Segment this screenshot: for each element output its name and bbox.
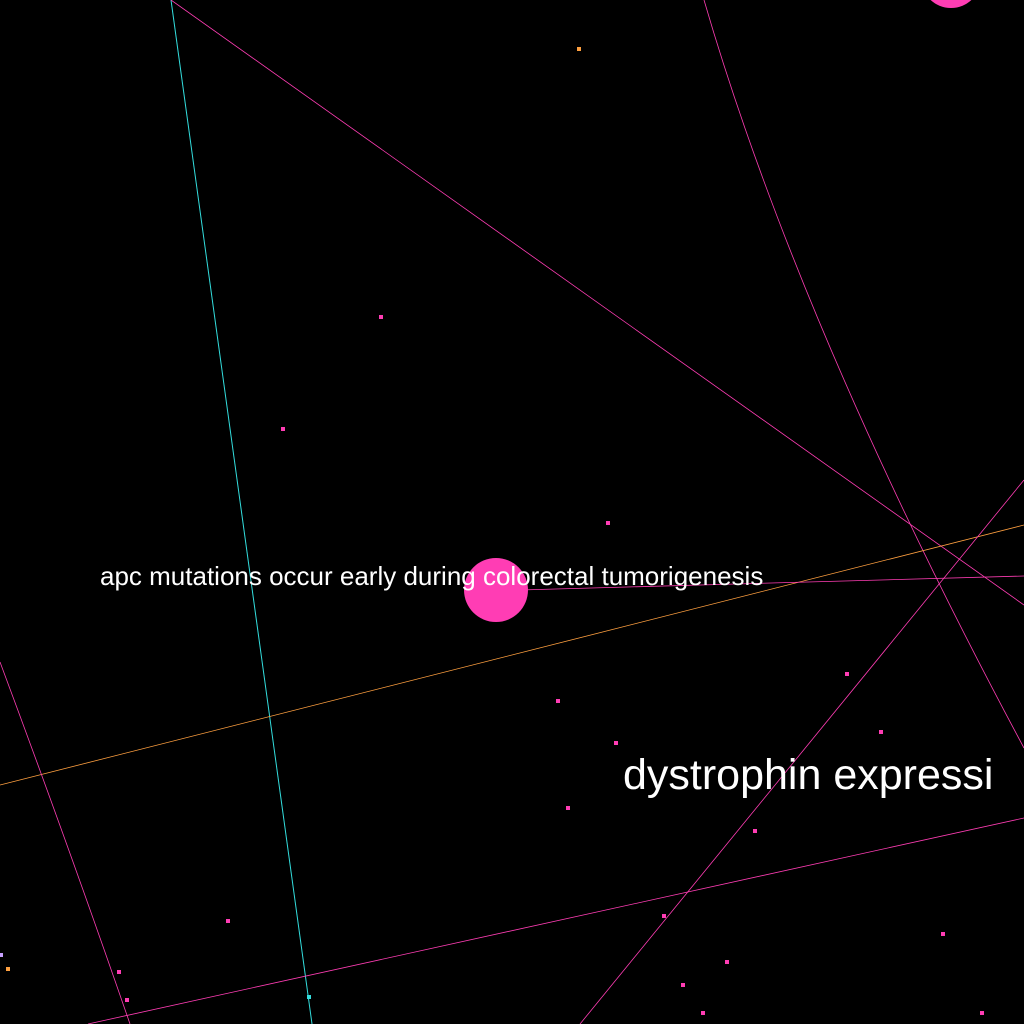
graph-node[interactable]	[725, 960, 729, 964]
graph-node[interactable]	[753, 829, 757, 833]
graph-node[interactable]	[614, 741, 618, 745]
label-layer: apc mutations occur early during colorec…	[100, 561, 993, 799]
graph-node[interactable]	[941, 932, 945, 936]
graph-node[interactable]	[845, 672, 849, 676]
graph-edge	[703, 0, 1024, 749]
graph-node[interactable]	[556, 699, 560, 703]
graph-node[interactable]	[879, 730, 883, 734]
graph-edge	[170, 0, 313, 1024]
graph-node[interactable]	[125, 998, 129, 1002]
graph-node[interactable]	[117, 970, 121, 974]
graph-edge	[87, 817, 1024, 1024]
graph-node[interactable]	[606, 521, 610, 525]
graph-node-large[interactable]	[921, 0, 981, 8]
graph-edge	[0, 524, 1024, 786]
graph-node[interactable]	[566, 806, 570, 810]
graph-node-large[interactable]	[464, 558, 528, 622]
graph-node[interactable]	[307, 995, 311, 999]
graph-edge	[579, 479, 1024, 1024]
node-label-dystrophin: dystrophin expressi	[623, 751, 993, 799]
node-label-apc-mutations: apc mutations occur early during colorec…	[100, 561, 763, 591]
graph-node[interactable]	[226, 919, 230, 923]
graph-edge	[519, 575, 1024, 591]
graph-node[interactable]	[6, 967, 10, 971]
graph-node[interactable]	[379, 315, 383, 319]
graph-node[interactable]	[281, 427, 285, 431]
graph-node[interactable]	[0, 953, 3, 957]
graph-node[interactable]	[681, 983, 685, 987]
graph-node[interactable]	[701, 1011, 705, 1015]
graph-node[interactable]	[980, 1011, 984, 1015]
graph-node[interactable]	[662, 914, 666, 918]
graph-edge	[170, 0, 1024, 606]
graph-edge	[0, 661, 131, 1024]
graph-node[interactable]	[577, 47, 581, 51]
node-layer	[0, 0, 984, 1015]
